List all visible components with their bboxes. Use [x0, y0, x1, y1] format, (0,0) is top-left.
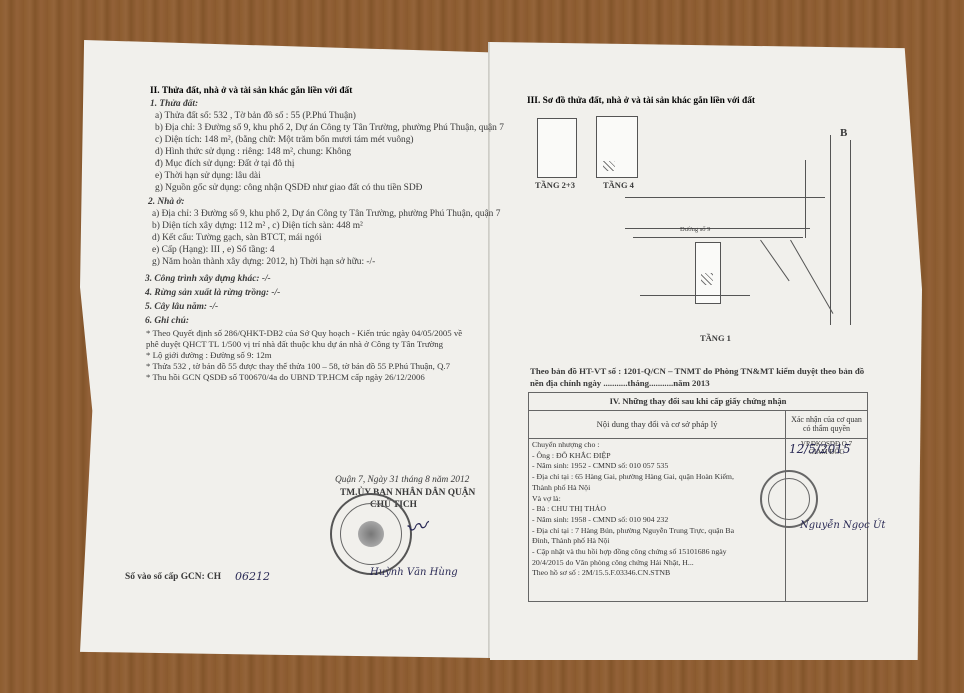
- change-line: - Ông : ĐỖ KHẮC ĐIỆP: [532, 450, 611, 460]
- left-page: [80, 40, 490, 658]
- other-item: 3. Công trình xây dựng khác: -/-: [145, 274, 271, 284]
- confirm-org: VP.ĐKQSDĐ Q.7: [800, 440, 853, 448]
- floor-label: TẦNG 1: [700, 333, 731, 343]
- section-ii-title: II. Thửa đất, nhà ở và tài sản khác gắn …: [150, 86, 353, 96]
- change-line: - Địa chỉ tại : 7 Hàng Bún, phường Nguyễ…: [532, 525, 735, 535]
- land-line: đ) Mục đích sử dụng: Đất ở tại đô thị: [155, 159, 295, 169]
- note-line: * Thửa 532 , tờ bản đồ 55 được thay thế …: [146, 361, 451, 371]
- road-label: Đường số 9: [680, 226, 711, 233]
- house-heading: 2. Nhà ở:: [148, 197, 185, 207]
- change-line: - Năm sinh: 1958 - CMND số: 010 904 232: [532, 514, 669, 524]
- verify-line-2: nền địa chính ngày ...........tháng.....…: [530, 378, 710, 388]
- col-header-content: Nội dung thay đổi và cơ sở pháp lý: [528, 409, 786, 440]
- verify-line-1: Theo bản đồ HT-VT số : 1201-Q/CN – TNMT …: [530, 366, 865, 376]
- col-header-confirm: Xác nhận của cơ quan có thẩm quyền: [785, 409, 868, 440]
- note-line: phê duyệt QHCT TL 1/500 vị trí nhà đất t…: [146, 339, 444, 349]
- land-line: d) Hình thức sử dụng : riêng: 148 m², ch…: [155, 147, 352, 157]
- page-fold: [488, 42, 491, 658]
- house-line: d) Kết cấu: Tường gạch, sàn BTCT, mái ng…: [152, 233, 322, 243]
- change-line: 20/4/2015 do Văn phòng công chứng Hải Nh…: [532, 557, 694, 567]
- change-line: Đình, Thành phố Hà Nội: [532, 536, 610, 546]
- change-content-cell: Chuyển nhượng cho : - Ông : ĐỖ KHẮC ĐIỆP…: [528, 438, 786, 602]
- changes-table: IV. Những thay đổi sau khi cấp giấy chứn…: [528, 392, 868, 602]
- change-line: Theo hồ sơ số : 2M/15.5.F.03346.CN.STNB: [532, 568, 671, 578]
- official-seal-left: [330, 493, 412, 575]
- section-iii-title: III. Sơ đồ thửa đất, nhà ở và tài sản kh…: [527, 96, 756, 106]
- floor-label: TẦNG 2+3: [535, 180, 576, 190]
- land-line: g) Nguồn gốc sử dụng: công nhận QSDĐ như…: [155, 183, 423, 193]
- land-line: b) Địa chỉ: 3 Đường số 9, khu phố 2, Dự …: [155, 123, 504, 133]
- change-line: Và vợ là:: [532, 493, 561, 503]
- land-line: e) Thời hạn sử dụng: lâu dài: [155, 171, 261, 181]
- plot-floor-4: [596, 116, 638, 178]
- plot-floor-1: [695, 242, 721, 304]
- plot-floor-2-3: [537, 118, 577, 178]
- land-line: c) Diện tích: 148 m², (bằng chữ: Một tră…: [155, 135, 414, 145]
- note-line: * Thu hồi GCN QSDĐ số T00670/4a do UBND …: [146, 372, 425, 382]
- other-item: 5. Cây lâu năm: -/-: [145, 302, 219, 312]
- change-line: - Địa chỉ tại : 65 Hàng Gai, phường Hàng…: [532, 472, 734, 482]
- change-line: - Cập nhật và thu hồi hợp đồng công chứn…: [532, 547, 727, 557]
- confirm-signer: Nguyễn Ngọc Út: [800, 520, 886, 531]
- floor-label: TẦNG 4: [603, 180, 634, 190]
- note-line: * Theo Quyết định số 286/QHKT-DB2 của Sở…: [146, 328, 463, 338]
- land-heading: 1. Thửa đất:: [150, 99, 199, 109]
- register-value: 06212: [235, 570, 270, 583]
- land-line: a) Thửa đất số: 532 , Tờ bản đồ số : 55 …: [155, 111, 356, 121]
- note-line: * Lộ giới đường : Đường số 9: 12m: [146, 350, 272, 360]
- register-label: Số vào sổ cấp GCN: CH: [125, 572, 222, 582]
- house-line: a) Địa chỉ: 3 Đường số 9, khu phố 2, Dự …: [152, 209, 501, 219]
- confirm-role: GIÁM ĐỐC: [808, 448, 845, 456]
- change-line: Thành phố Hà Nội: [532, 482, 591, 492]
- changes-table-title: IV. Những thay đổi sau khi cấp giấy chứn…: [528, 392, 868, 411]
- confirm-date: 12/5/2015: [789, 442, 851, 456]
- change-line: - Năm sinh: 1952 - CMND số: 010 057 535: [532, 461, 669, 471]
- house-line: g) Năm hoàn thành xây dựng: 2012, h) Thờ…: [152, 257, 376, 267]
- sign-date: Quận 7, Ngày 31 tháng 8 năm 2012: [335, 475, 470, 485]
- notes-heading: 6. Ghi chú:: [145, 316, 190, 326]
- signer-name: Huỳnh Văn Hùng: [370, 567, 458, 578]
- other-item: 4. Rừng sản xuất là rừng trồng: -/-: [145, 288, 281, 298]
- official-seal-right: [760, 470, 818, 528]
- sign-org: TM.ỦY BAN NHÂN DÂN QUẬN: [340, 488, 476, 498]
- house-line: e) Cấp (Hạng): III , e) Số tầng: 4: [152, 245, 275, 255]
- north-marker: B: [840, 127, 848, 139]
- house-line: b) Diện tích xây dựng: 112 m² , c) Diện …: [152, 221, 363, 231]
- change-line: Chuyển nhượng cho :: [532, 440, 600, 449]
- change-line: - Bà : CHU THỊ THẢO: [532, 504, 606, 514]
